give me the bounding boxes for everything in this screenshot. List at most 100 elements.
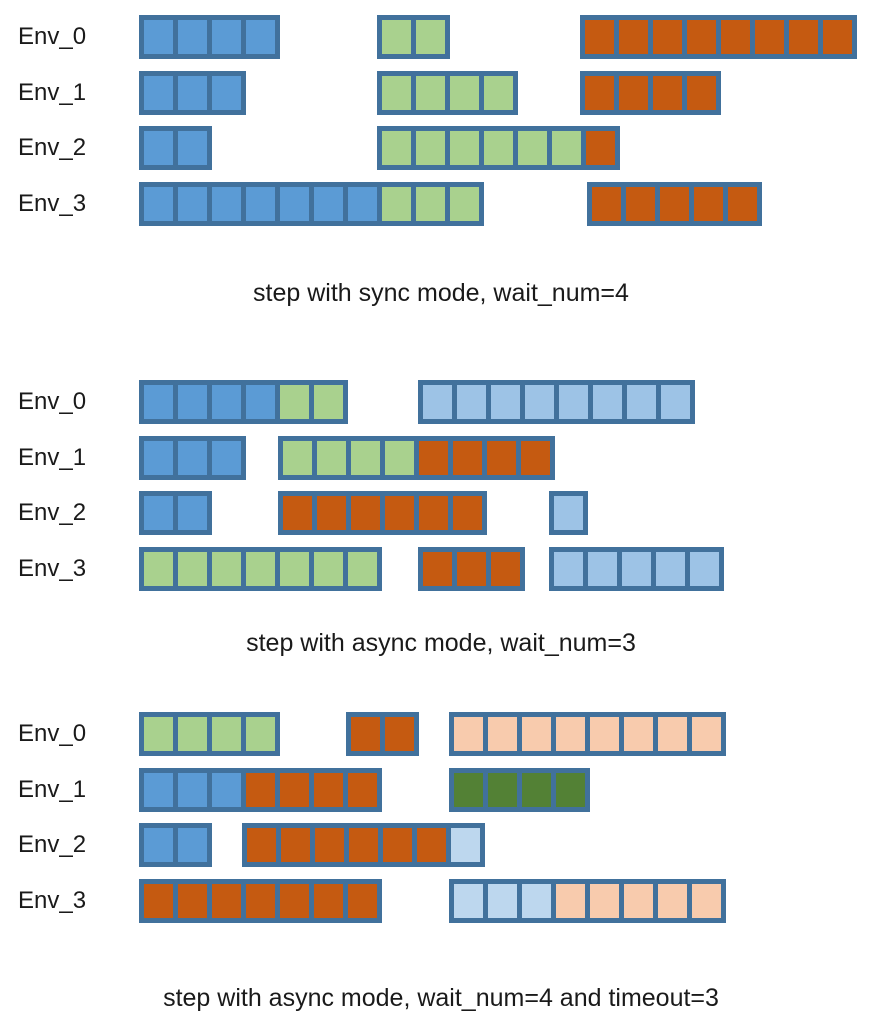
step-cell-orange <box>280 772 309 807</box>
step-cell-orange <box>687 75 716 110</box>
step-cell-green <box>484 75 513 110</box>
step-cell-blue <box>144 131 173 165</box>
step-cell-blue <box>246 20 275 54</box>
step-cell-green <box>552 131 581 165</box>
step-bar <box>139 823 212 867</box>
step-bar <box>418 380 695 424</box>
step-cell-orange <box>789 20 818 54</box>
step-cell-lightblue <box>423 385 452 419</box>
step-cell-green <box>382 20 411 54</box>
step-cell-green <box>382 186 411 221</box>
step-cell-blue <box>178 186 207 221</box>
step-cell-green <box>317 440 346 475</box>
step-bar <box>139 767 382 812</box>
step-cell-peach <box>488 717 517 751</box>
step-cell-orange <box>586 131 615 165</box>
step-cell-lightblue <box>622 551 651 586</box>
step-cell-green <box>144 717 173 751</box>
step-cell-blue <box>178 385 207 419</box>
step-cell-blue <box>212 75 241 110</box>
step-cell-orange <box>348 883 377 918</box>
step-bar <box>278 435 555 480</box>
step-cell-orange <box>721 20 750 54</box>
step-bar <box>278 491 487 535</box>
step-bar <box>449 767 590 812</box>
step-cell-blue <box>212 385 241 419</box>
step-cell-orange <box>419 440 448 475</box>
step-cell-orange <box>247 828 276 862</box>
env-label: Env_3 <box>18 189 87 217</box>
step-cell-green <box>246 551 275 586</box>
step-cell-orange <box>417 828 446 862</box>
step-cell-peach <box>590 717 619 751</box>
env-label: Env_0 <box>18 720 87 747</box>
env-label: Env_0 <box>18 23 87 50</box>
step-cell-orange <box>348 772 377 807</box>
step-cell-blue <box>280 186 309 221</box>
step-cell-blue <box>144 20 173 54</box>
step-bar <box>449 712 726 756</box>
step-cell-green <box>212 551 241 586</box>
step-cell-orange <box>491 551 520 586</box>
step-cell-lightblue <box>690 551 719 586</box>
step-cell-orange <box>755 20 784 54</box>
step-cell-green <box>351 440 380 475</box>
step-cell-green <box>416 131 445 165</box>
step-bar <box>377 70 518 115</box>
step-cell-orange <box>660 186 689 221</box>
step-cell-darkgreen <box>488 772 517 807</box>
step-cell-blue <box>178 75 207 110</box>
step-cell-green <box>382 131 411 165</box>
env-label: Env_3 <box>18 554 87 582</box>
step-cell-orange <box>823 20 852 54</box>
step-cell-paleblue <box>488 883 517 918</box>
env-label: Env_1 <box>18 78 87 106</box>
step-cell-blue <box>144 385 173 419</box>
step-cell-green <box>212 717 241 751</box>
step-cell-peach <box>692 717 721 751</box>
step-cell-green <box>314 551 343 586</box>
step-cell-green <box>348 551 377 586</box>
step-cell-peach <box>556 717 585 751</box>
step-cell-lightblue <box>559 385 588 419</box>
step-cell-lightblue <box>588 551 617 586</box>
step-cell-blue <box>144 186 173 221</box>
step-cell-blue <box>246 385 275 419</box>
step-cell-orange <box>246 772 275 807</box>
step-bar <box>549 546 724 591</box>
step-cell-orange <box>457 551 486 586</box>
step-cell-orange <box>419 496 448 530</box>
env-label: Env_2 <box>18 831 87 858</box>
step-cell-green <box>484 131 513 165</box>
step-bar <box>139 546 382 591</box>
step-bar <box>377 15 450 59</box>
step-cell-green <box>178 551 207 586</box>
step-cell-blue <box>246 186 275 221</box>
step-cell-peach <box>624 717 653 751</box>
env-label: Env_2 <box>18 134 87 161</box>
step-bar <box>587 181 762 226</box>
step-cell-orange <box>280 883 309 918</box>
step-cell-peach <box>556 883 585 918</box>
step-cell-green <box>178 717 207 751</box>
step-cell-peach <box>590 883 619 918</box>
step-cell-darkgreen <box>522 772 551 807</box>
step-cell-blue <box>178 131 207 165</box>
step-cell-blue <box>212 186 241 221</box>
step-cell-orange <box>283 496 312 530</box>
step-bar <box>449 878 726 923</box>
step-cell-orange <box>592 186 621 221</box>
step-cell-lightblue <box>491 385 520 419</box>
step-cell-blue <box>348 186 377 221</box>
step-cell-lightblue <box>593 385 622 419</box>
step-cell-darkgreen <box>556 772 585 807</box>
step-cell-blue <box>212 440 241 475</box>
step-cell-orange <box>383 828 412 862</box>
step-cell-lightblue <box>457 385 486 419</box>
step-cell-peach <box>658 883 687 918</box>
step-cell-green <box>382 75 411 110</box>
step-cell-lightblue <box>554 551 583 586</box>
step-bar <box>549 491 588 535</box>
step-cell-green <box>280 551 309 586</box>
